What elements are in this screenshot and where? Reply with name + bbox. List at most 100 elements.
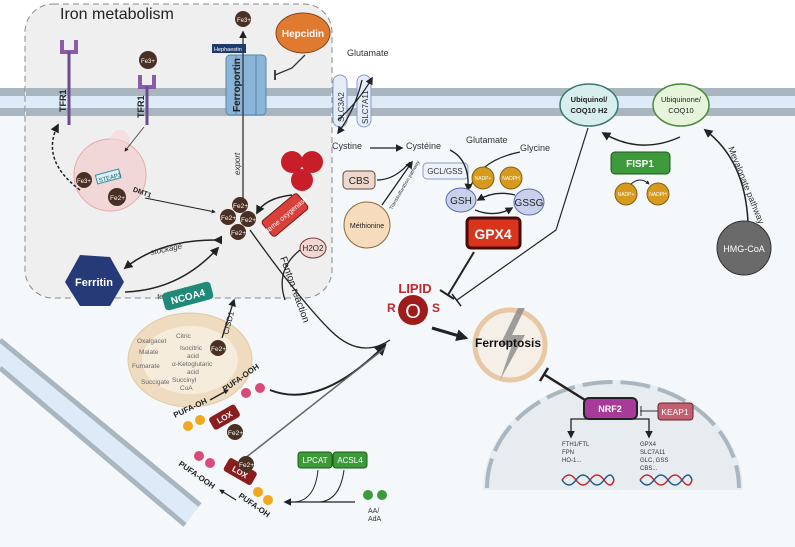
mito-fe2 [210, 340, 226, 356]
svg-text:HMG-CoA: HMG-CoA [723, 244, 765, 254]
svg-text:Fe2+: Fe2+ [228, 430, 243, 437]
cbs [342, 170, 376, 190]
mitochondrion [127, 312, 253, 408]
svg-text:NADPH: NADPH [502, 176, 520, 182]
svg-text:Fe2+: Fe2+ [110, 195, 125, 202]
hmg-coa [716, 220, 772, 276]
svg-text:GSSG: GSSG [515, 198, 544, 209]
svg-text:Fumarate: Fumarate [132, 363, 160, 370]
membrane-fe2 [238, 456, 254, 472]
svg-text:SLC7A11: SLC7A11 [640, 450, 666, 456]
gpx4 [465, 216, 522, 250]
mito-lox: LOX [209, 404, 240, 430]
svg-text:export: export [233, 152, 242, 175]
glutamate-extracellular: Glutamate [347, 48, 389, 58]
svg-text:Isocitric: Isocitric [180, 345, 203, 352]
svg-text:GLC, GSS: GLC, GSS [640, 458, 668, 464]
acsl4 [332, 451, 368, 469]
fenton-arrow [249, 229, 391, 349]
hepcidin: Hepcidin [274, 12, 331, 80]
svg-text:AdA: AdA [368, 516, 382, 523]
fe3-export [235, 11, 251, 27]
svg-text:LPCAT: LPCAT [302, 456, 327, 465]
svg-text:Fe2+: Fe2+ [239, 462, 254, 469]
svg-text:NADP+: NADP+ [618, 192, 635, 198]
nadp-plus-fsp1 [614, 182, 638, 206]
svg-text:CoA: CoA [180, 385, 193, 392]
svg-text:Succinyl: Succinyl [172, 377, 197, 384]
svg-text:GPX4: GPX4 [640, 442, 657, 448]
endosome: Fe3+ STEAP3 Fe2+ DMT1 [50, 123, 216, 214]
svg-text:Ubiquinol/: Ubiquinol/ [571, 95, 609, 104]
ubiquinol [559, 83, 619, 127]
nadp-plus-gsh [471, 166, 495, 190]
svg-text:FISP1: FISP1 [626, 159, 654, 170]
lipid-headgroups [183, 383, 265, 431]
svg-text:R: R [387, 301, 396, 315]
mito-lox-fe2 [227, 424, 243, 440]
gsh [445, 187, 477, 213]
cysteine: Cystéine [406, 141, 441, 151]
tfr1-receptor-b: TFR1 Fe3+ [136, 51, 157, 125]
ros-circle [398, 295, 428, 325]
svg-text:TFR1: TFR1 [136, 96, 146, 119]
svg-text:GCL/GSS: GCL/GSS [427, 167, 463, 176]
cystine: Cystine [332, 141, 362, 151]
svg-text:Citric: Citric [176, 333, 192, 340]
fsp1 [610, 151, 671, 175]
svg-text:COQ10 H2: COQ10 H2 [570, 106, 607, 115]
svg-text:NADP+: NADP+ [475, 176, 492, 182]
ferroportin: Ferroportin export [225, 30, 267, 200]
svg-text:Fe2+: Fe2+ [211, 346, 226, 353]
tfr1-receptor-a: TFR1 [58, 40, 78, 125]
svg-text:CBS...: CBS... [640, 466, 658, 472]
svg-text:Ferroportin: Ferroportin [232, 58, 243, 112]
svg-text:COQ10: COQ10 [668, 106, 693, 115]
glutamate-intracellular: Glutamate [466, 135, 508, 145]
svg-text:Fe2+: Fe2+ [241, 217, 256, 224]
system-xc-transporter: SLC3A2 SLC7A11 [332, 74, 373, 135]
svg-text:TFR1: TFR1 [58, 90, 68, 113]
ubiquinone [652, 83, 710, 127]
nrf2 [583, 397, 638, 420]
svg-text:O: O [405, 301, 421, 323]
svg-text:Malate: Malate [139, 349, 159, 356]
hephaestin-text: Hephaestin [214, 47, 242, 53]
red-blood-cells [256, 151, 323, 215]
svg-text:SLC3A2: SLC3A2 [337, 92, 346, 122]
svg-text:CBS: CBS [349, 176, 370, 187]
svg-text:FPN: FPN [562, 450, 574, 456]
ferritin [65, 255, 124, 306]
lpcat [297, 451, 333, 469]
svg-text:GSH: GSH [450, 196, 472, 207]
nadph-fsp1 [646, 182, 670, 206]
lightning-icon [500, 308, 525, 380]
svg-text:Succigate: Succigate [141, 379, 170, 386]
svg-text:KEAP1: KEAP1 [661, 407, 689, 417]
lipid-membrane-diagonal [0, 338, 202, 527]
gssg [513, 188, 545, 216]
glycine: Glycine [520, 143, 550, 153]
gcl-gss [422, 162, 469, 180]
svg-text:Fe3+: Fe3+ [237, 18, 251, 24]
svg-text:α-Ketoglutaric: α-Ketoglutaric [172, 361, 213, 368]
svg-text:Ferroptosis: Ferroptosis [475, 336, 541, 350]
svg-text:GPX4: GPX4 [474, 226, 512, 242]
svg-text:HO-1...: HO-1... [562, 458, 582, 464]
keap1 [657, 402, 694, 421]
aa-ada: AA/ [368, 508, 379, 515]
nadph-gsh [499, 166, 523, 190]
svg-text:Oxalgacet: Oxalgacet [137, 338, 166, 345]
svg-text:Fe3+: Fe3+ [141, 59, 155, 65]
svg-text:S: S [432, 301, 440, 315]
svg-text:NRF2: NRF2 [598, 404, 622, 414]
svg-text:SLC7A11: SLC7A11 [361, 90, 370, 124]
svg-text:NADPH: NADPH [649, 192, 667, 198]
svg-text:FTH1/FTL: FTH1/FTL [562, 442, 590, 448]
svg-text:Hepcidin: Hepcidin [282, 29, 324, 40]
h2o2 [299, 237, 327, 259]
genes-left: FTH1/FTL FPN HO-1... [562, 442, 590, 464]
svg-text:H2O2: H2O2 [303, 244, 324, 253]
lipid-label: LIPID [398, 281, 431, 296]
